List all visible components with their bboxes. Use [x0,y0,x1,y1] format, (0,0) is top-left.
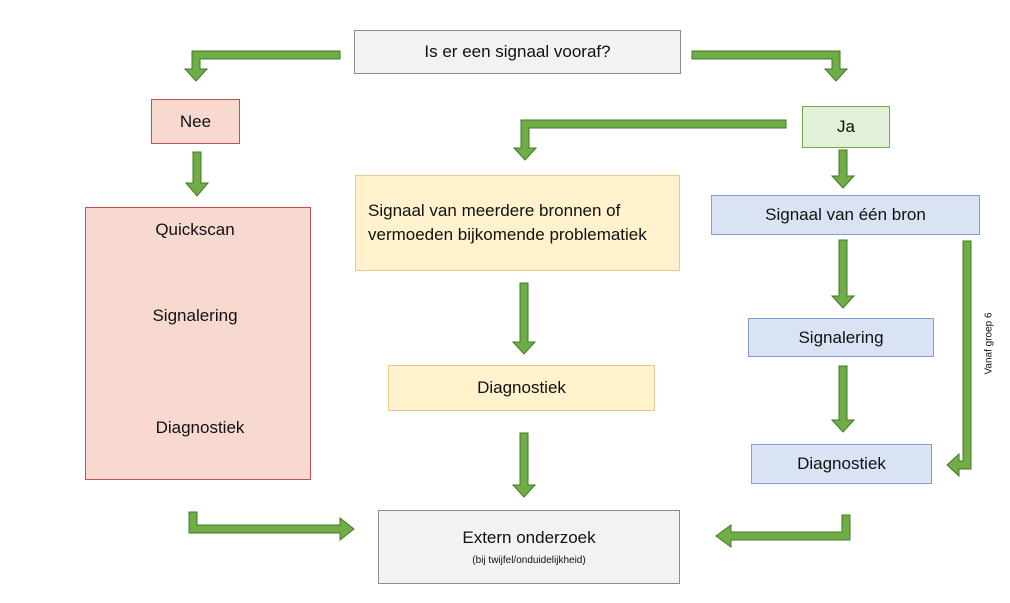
arrow-right-to-extern [715,514,851,548]
multi-source-text: Signaal van meerdere bronnen of vermoede… [368,201,647,244]
middle-diagnostiek-box: Diagnostiek [388,365,655,411]
arrow-nee-to-quickscan [184,151,210,197]
left-quickscan: Quickscan [155,220,235,239]
arrow-multi-to-diagnostiek [511,282,537,355]
multi-source-box: Signaal van meerdere bronnen of vermoede… [355,175,680,271]
right-diagnostiek-text: Diagnostiek [797,454,886,473]
extern-onderzoek-box: Extern onderzoek (bij twijfel/onduidelij… [378,510,680,584]
top-question-text: Is er een signaal vooraf? [424,42,611,61]
vanaf-groep-6-label: Vanaf groep 6 [983,312,995,375]
extern-onderzoek-title: Extern onderzoek [462,528,596,547]
single-source-text: Signaal van één bron [765,205,926,224]
ja-text: Ja [837,117,855,136]
arrow-diagnostiek-to-extern [511,432,537,498]
left-flow-box [85,207,311,480]
arrow-vanaf-groep-6 [946,240,972,478]
arrow-left-to-extern [188,511,355,542]
left-signalering: Signalering [152,306,238,325]
arrow-question-to-ja [691,50,849,82]
arrow-single-to-signalering [830,239,856,309]
middle-diagnostiek-text: Diagnostiek [477,378,566,397]
left-diagnostiek: Diagnostiek [155,418,245,437]
arrow-ja-to-single-source [830,149,856,189]
right-signalering-box: Signalering [748,318,934,357]
top-question-box: Is er een signaal vooraf? [354,30,681,74]
arrow-question-to-nee [183,50,341,82]
nee-text: Nee [179,111,212,131]
single-source-box: Signaal van één bron [711,195,980,235]
extern-onderzoek-subtitle: (bij twijfel/onduidelijkheid) [472,555,586,566]
arrow-signalering-to-diagnostiek-right [830,365,856,433]
ja-box: Ja [802,106,890,148]
nee-box: Nee [151,99,240,144]
right-diagnostiek-box: Diagnostiek [751,444,932,484]
arrow-ja-to-multi-source [512,119,787,161]
right-signalering-text: Signalering [798,327,884,347]
